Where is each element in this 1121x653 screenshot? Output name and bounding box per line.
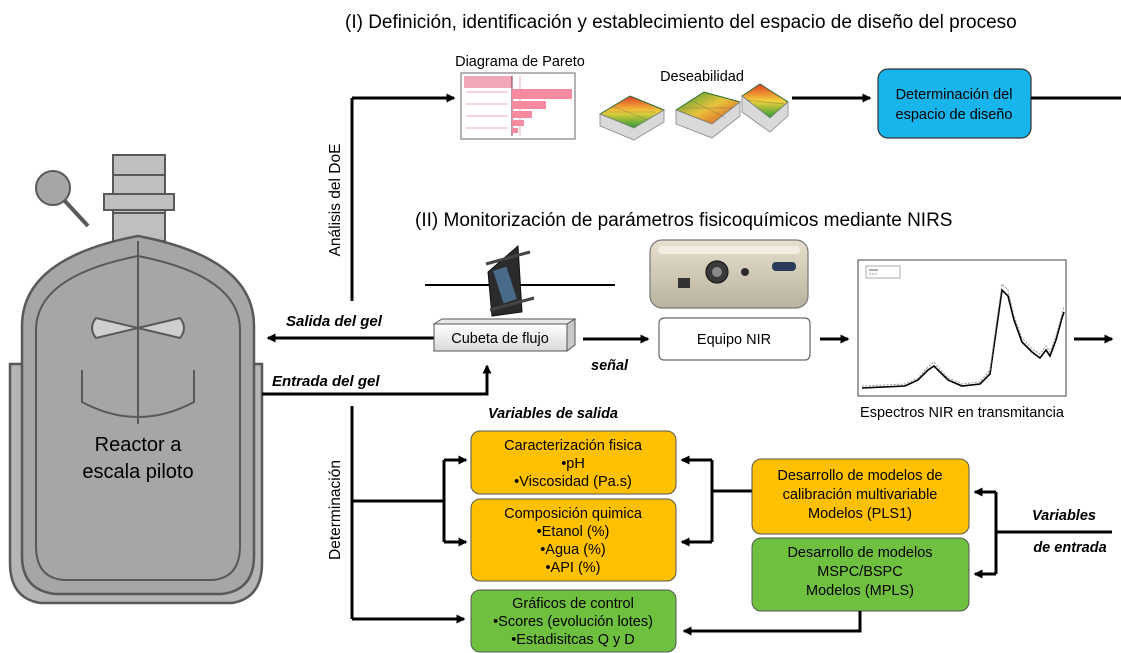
section-1-title: (I) Definición, identificación y estable… xyxy=(345,12,1017,33)
physical-item-viscosity: •Viscosidad (Pa.s) xyxy=(514,474,632,490)
physical-title: Caracterización fisica xyxy=(504,438,643,454)
calibration-model-box: Desarrollo de modelos de calibración mul… xyxy=(751,458,970,535)
mspc-line-1: Desarrollo de modelos xyxy=(787,545,932,561)
desirability-label: Deseabilidad xyxy=(660,69,744,85)
nir-equipment-label: Equipo NIR xyxy=(697,332,771,348)
doe-analysis-label: Análisis del DoE xyxy=(327,144,344,257)
gel-out-label: Salida del gel xyxy=(286,313,383,330)
mspc-line-3: Modelos (MPLS) xyxy=(806,583,914,599)
doe-analysis-connector xyxy=(350,93,456,301)
mspc-to-control-arrow xyxy=(682,611,862,636)
control-item-statistics: •Estadisitcas Q y D xyxy=(511,632,635,648)
chemical-item-ethanol: •Etanol (%) xyxy=(537,524,610,540)
nir-spectra-image xyxy=(857,259,1067,397)
chemical-item-api: •API (%) xyxy=(545,560,600,576)
chemical-item-water: •Agua (%) xyxy=(540,542,606,558)
section-2-title: (II) Monitorización de parámetros fisico… xyxy=(415,210,952,231)
gel-in-arrow xyxy=(262,364,492,396)
design-space-line-2: espacio de diseño xyxy=(896,107,1013,123)
input-variables-heading-line-2: de entrada xyxy=(1033,540,1106,556)
output-variables-heading: Variables de salida xyxy=(488,406,618,422)
reactor-label-line-2: escala piloto xyxy=(82,461,193,483)
desirability-surface-plots xyxy=(598,83,789,141)
signal-label: señal xyxy=(591,358,629,374)
input-variables-connector xyxy=(973,487,1112,579)
calibration-line-2: calibración multivariable xyxy=(783,487,938,503)
flow-cell-box: Cubeta de flujo xyxy=(432,318,577,352)
nir-equipment-box: Equipo NIR xyxy=(658,317,811,361)
reactor-label-line-1: Reactor a xyxy=(95,434,183,456)
design-space-line-1: Determinación del xyxy=(896,87,1013,103)
spectra-caption: Espectros NIR en transmitancia xyxy=(860,405,1065,421)
control-item-scores: •Scores (evolución lotes) xyxy=(493,614,653,630)
control-charts-box: Gráficos de control •Scores (evolución l… xyxy=(470,589,677,653)
mspc-model-box: Desarrollo de modelos MSPC/BSPC Modelos … xyxy=(751,537,970,612)
determination-label: Determinación xyxy=(327,460,344,560)
calibration-line-1: Desarrollo de modelos de xyxy=(777,468,942,484)
chemical-title: Composición quimica xyxy=(504,506,643,522)
physical-item-ph: •pH xyxy=(561,456,585,472)
design-space-box: Determinación del espacio de diseño xyxy=(877,68,1032,139)
gel-in-label: Entrada del gel xyxy=(272,373,380,390)
physical-characterization-box: Caracterización fisica •pH •Viscosidad (… xyxy=(470,430,677,495)
pilot-reactor: Reactor a escala piloto xyxy=(8,154,264,605)
determination-connector xyxy=(350,406,468,624)
nir-device-image xyxy=(649,239,809,309)
calibration-to-outputs-connector xyxy=(680,455,752,547)
pareto-label: Diagrama de Pareto xyxy=(455,54,585,70)
flow-cell-label: Cubeta de flujo xyxy=(451,331,549,347)
mspc-line-2: MSPC/BSPC xyxy=(817,564,902,580)
input-variables-heading-line-1: Variables xyxy=(1032,508,1096,524)
flow-cell-image xyxy=(425,244,615,317)
calibration-line-3: Modelos (PLS1) xyxy=(808,506,912,522)
chemical-composition-box: Composición quimica •Etanol (%) •Agua (%… xyxy=(470,498,677,582)
pareto-chart-image xyxy=(460,72,576,140)
control-title: Gráficos de control xyxy=(512,596,634,612)
